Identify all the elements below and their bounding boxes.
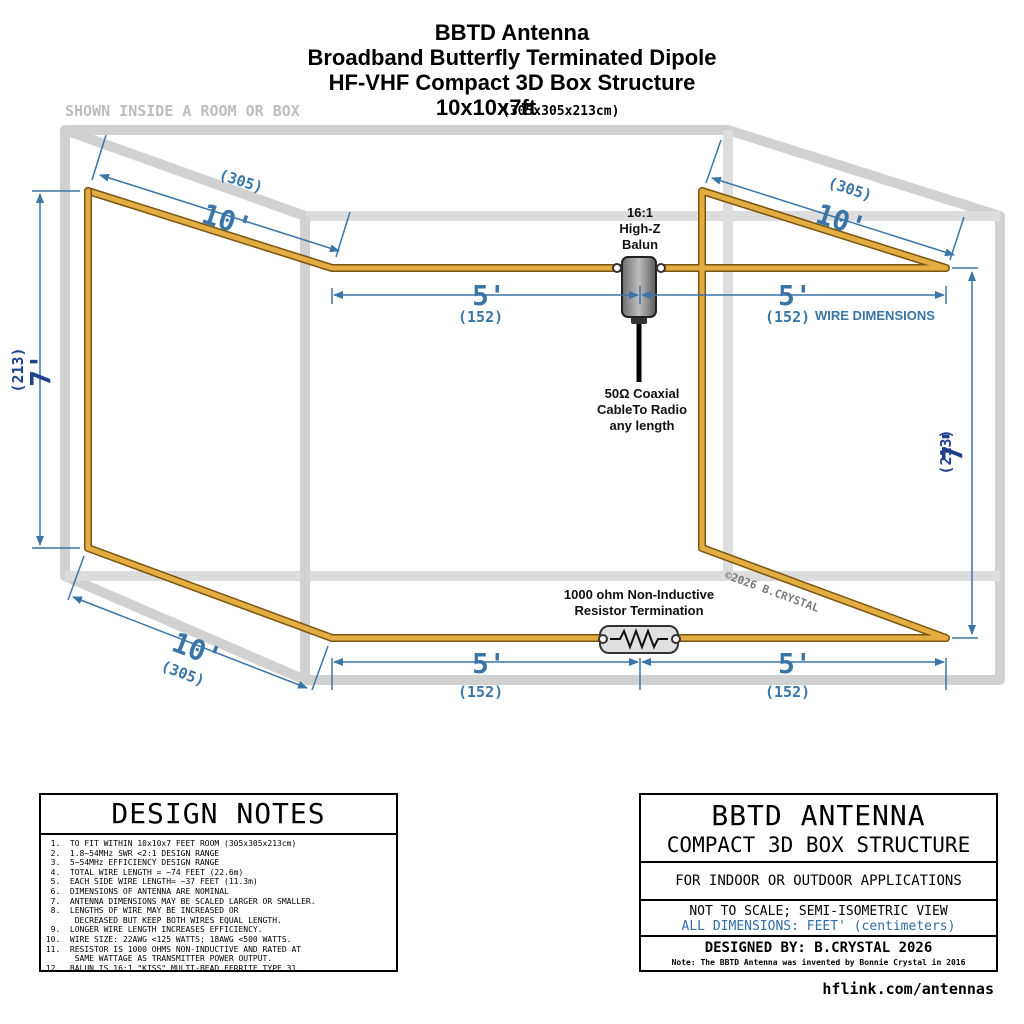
balun [612,256,666,382]
dim-side-top-right-ft: 10' [812,197,870,244]
design-notes-heading: DESIGN NOTES [41,795,396,835]
title-block-scale: NOT TO SCALE; SEMI-ISOMETRIC VIEW [689,904,948,919]
title-line-4-main: 10x10x7ft [436,95,537,120]
dimension-lines [32,134,978,691]
balun-label-1: 16:1 [627,205,653,220]
title-line-1: BBTD Antenna [435,20,590,45]
room-label: SHOWN INSIDE A ROOM OR BOX [65,102,300,120]
title-line-2: Broadband Butterfly Terminated Dipole [307,45,716,70]
dim-side-top-left-ft: 10' [198,197,256,244]
title-block-dims: ALL DIMENSIONS: FEET' (centimeters) [681,919,956,934]
dim-bottom-right-cm: (152) [765,683,810,701]
dim-bottom-right-ft: 5' [778,647,812,680]
design-note: 2. 1.8~54MHz SWR <2:1 DESIGN RANGE [41,848,220,858]
resistor [598,625,681,654]
coax-label-3: any length [609,418,674,433]
design-notes-box: DESIGN NOTES 1. TO FIT WITHIN 10x10x7 FE… [39,793,398,973]
dim-height-left-cm: (213) [9,347,27,392]
title-block-title: BBTD ANTENNA [711,799,926,832]
dim-top-left-ft: 5' [472,279,506,312]
design-note: 9. LONGER WIRE LENGTH INCREASES EFFICIEN… [41,925,263,935]
antenna-wire [84,187,950,642]
title-block-applications: FOR INDOOR OR OUTDOOR APPLICATIONS [641,863,996,901]
balun-label-2: High-Z [619,221,660,236]
design-notes-list: 1. TO FIT WITHIN 10x10x7 FEET ROOM (305x… [41,835,396,973]
balun-label-3: Balun [622,237,658,252]
design-note: 3. 5~54MHz EFFICIENCY DESIGN RANGE [41,858,220,868]
dim-bottom-left-ft: 5' [472,647,506,680]
footer-url: hflink.com/antennas [822,980,994,998]
design-note: SAME WATTAGE AS TRANSMITTER POWER OUTPUT… [41,954,273,964]
dim-top-right-ft: 5' [778,279,812,312]
dim-bottom-left-cm: (152) [458,683,503,701]
title-block: BBTD ANTENNA COMPACT 3D BOX STRUCTURE FO… [639,793,998,972]
design-note: 12. BALUN IS 16:1 "KISS" MULTI-BEAD FERR… [41,963,302,973]
title-block-note: Note: The BBTD Antenna was invented by B… [671,958,966,967]
resistor-label-2: Resistor Termination [574,603,703,618]
design-note: 11. RESISTOR IS 1000 OHMS NON-INDUCTIVE … [41,944,302,954]
resistor-label-1: 1000 ohm Non-Inductive [564,587,714,602]
title-block-designed-by: DESIGNED BY: B.CRYSTAL 2026 [704,940,933,956]
dim-height-right-ft: 7' [936,428,969,462]
design-note: 8. LENGTHS OF WIRE MAY BE INCREASED OR [41,906,239,916]
coax-label-2: CableTo Radio [597,402,687,417]
title-block-heading: BBTD ANTENNA COMPACT 3D BOX STRUCTURE [641,795,996,863]
dim-top-right-cm: (152) [765,308,810,326]
design-note: 6. DIMENSIONS OF ANTENNA ARE NOMINAL [41,886,229,896]
design-note: DECREASED BUT KEEP BOTH WIRES EQUAL LENG… [41,915,282,925]
design-note: 10. WIRE SIZE: 22AWG <125 WATTS; 18AWG <… [41,934,292,944]
title-block-credits: DESIGNED BY: B.CRYSTAL 2026 Note: The BB… [641,937,996,974]
title-block-subtitle: COMPACT 3D BOX STRUCTURE [666,833,971,857]
dim-top-left-cm: (152) [458,308,503,326]
design-note: 4. TOTAL WIRE LENGTH = ~74 FEET (22.6m) [41,867,244,877]
title-block-scale-section: NOT TO SCALE; SEMI-ISOMETRIC VIEW ALL DI… [641,901,996,937]
design-note: 7. ANTENNA DIMENSIONS MAY BE SCALED LARG… [41,896,316,906]
wire-dimensions-label: WIRE DIMENSIONS [815,308,935,323]
dim-height-right-cm: (213) [937,429,955,474]
coax-label-1: 50Ω Coaxial [605,386,680,401]
design-note: 1. TO FIT WITHIN 10x10x7 FEET ROOM (305x… [41,839,297,848]
design-note: 5. EACH SIDE WIRE LENGTH= ~37 FEET (11.3… [41,877,258,887]
dim-height-left-ft: 7' [24,353,57,387]
title-line-3: HF-VHF Compact 3D Box Structure [329,70,696,95]
title-line-4-sub: (305x305x213cm) [502,104,619,119]
